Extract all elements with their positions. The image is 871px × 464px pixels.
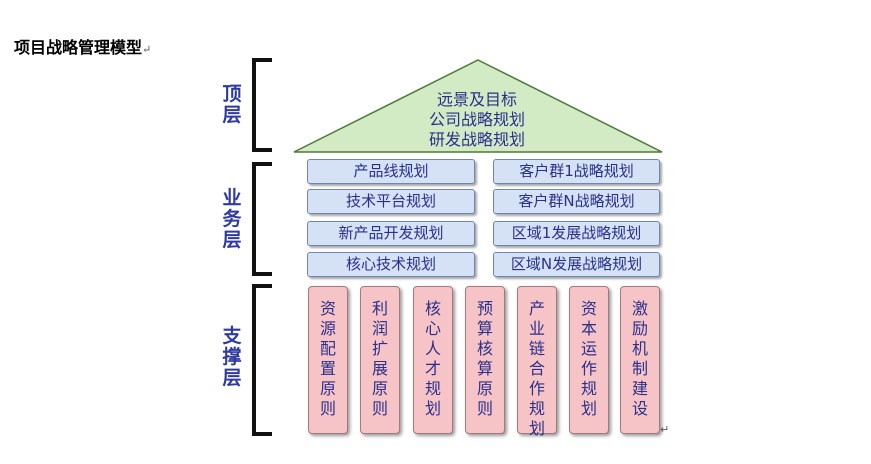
biz-box-right-3: 区域1发展战略规划	[493, 221, 660, 246]
document-title: 项目战略管理模型↵	[14, 34, 151, 58]
roof-shape	[293, 59, 663, 153]
biz-box-right-1: 客户群1战略规划	[493, 159, 660, 184]
biz-box-left-4: 核心技术规划	[307, 252, 475, 277]
roof-text: 远景及目标 公司战略规划 研发战略规划	[392, 90, 562, 150]
biz-box-left-2: 技术平台规划	[307, 189, 475, 214]
pillar-3: 核心人才规划	[413, 286, 453, 434]
bracket-business	[252, 162, 272, 276]
roof-line-rd-strategy: 研发战略规划	[428, 130, 525, 149]
pillar-1: 资源配置原则	[308, 286, 348, 434]
pillar-4: 预算核算原则	[465, 286, 505, 434]
roof-line-vision: 远景及目标	[436, 90, 517, 109]
paragraph-mark: ↵	[142, 43, 152, 56]
pillar-2: 利润扩展原则	[360, 286, 400, 434]
bracket-top	[252, 58, 272, 152]
paragraph-mark-end: ↵	[660, 423, 670, 436]
pillar-7: 激励机制建设	[620, 286, 660, 434]
biz-box-left-1: 产品线规划	[307, 159, 475, 184]
biz-box-left-3: 新产品开发规划	[307, 221, 475, 246]
layer-label-top: 顶层	[222, 83, 242, 126]
layer-label-business: 业务层	[222, 187, 242, 251]
biz-box-right-4: 区域N发展战略规划	[493, 252, 660, 277]
pillar-5: 产业链合作规划	[517, 286, 557, 438]
roof-triangle	[293, 59, 663, 153]
biz-box-right-2: 客户群N战略规划	[493, 189, 660, 214]
pillar-6: 资本运作规划	[569, 286, 609, 434]
bracket-support	[252, 284, 272, 436]
roof-line-company-strategy: 公司战略规划	[428, 110, 525, 129]
layer-label-support: 支撑层	[222, 325, 242, 389]
document-title-text: 项目战略管理模型	[14, 38, 143, 57]
